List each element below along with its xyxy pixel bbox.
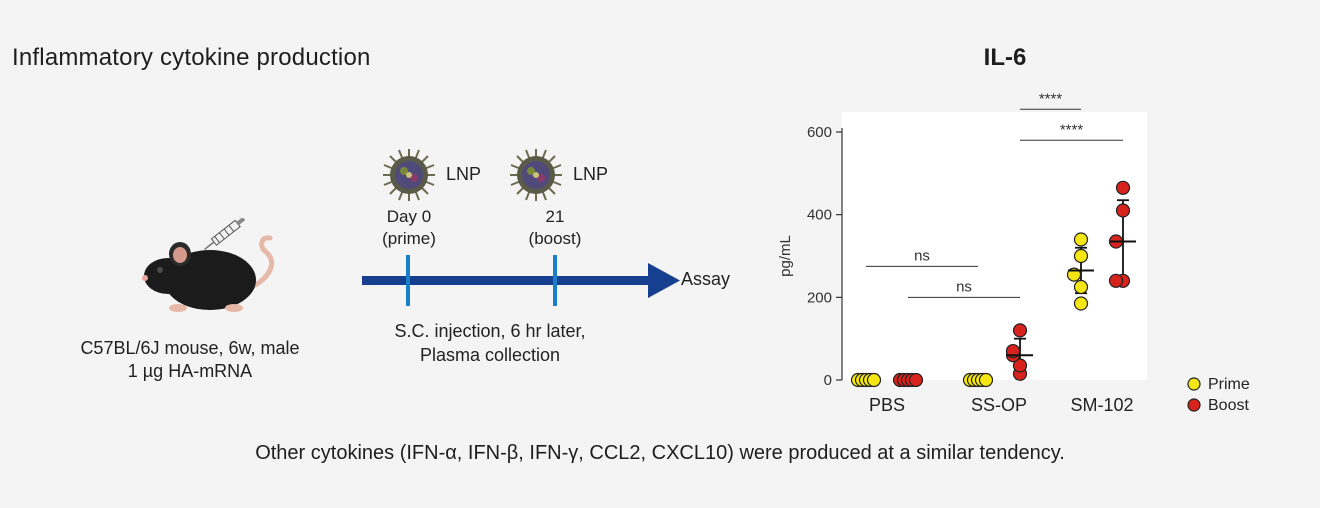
injection-line2: Plasma collection — [419, 345, 561, 365]
legend-swatch — [1187, 398, 1201, 412]
significance-label: **** — [1039, 90, 1063, 107]
lnp-label: LNP — [446, 164, 482, 184]
day21-label: 21 (boost) — [495, 206, 615, 250]
y-tick-label: 0 — [824, 372, 832, 389]
chart-title: IL-6 — [983, 44, 1027, 71]
x-category-label: PBS — [869, 395, 905, 415]
mouse-caption: C57BL/6J mouse, 6w, male 1 µg HA-mRNA — [40, 337, 340, 383]
data-point — [1073, 296, 1089, 311]
significance-label: **** — [1060, 121, 1084, 138]
timeline-tick-day21 — [553, 255, 557, 306]
lnp-particle-icon — [383, 149, 435, 201]
page-title: Inflammatory cytokine production — [12, 44, 371, 71]
day0-subtext: (prime) — [382, 229, 436, 248]
timeline-tick-day0 — [406, 255, 410, 306]
timeline-arrow — [362, 255, 680, 306]
legend-swatch — [1187, 377, 1201, 391]
data-point — [1073, 248, 1089, 264]
timeline-shaft — [362, 276, 652, 285]
day21-subtext: (boost) — [528, 229, 582, 248]
injection-caption: S.C. injection, 6 hr later, Plasma colle… — [340, 319, 640, 367]
significance-label: ns — [956, 278, 972, 295]
timeline-arrowhead — [648, 263, 680, 298]
data-point — [866, 372, 882, 388]
day0-text: Day 0 — [386, 207, 432, 226]
data-point — [1108, 273, 1124, 288]
mouse-body — [164, 250, 256, 310]
data-point — [978, 372, 994, 388]
data-point — [1115, 203, 1131, 218]
assay-label: Assay — [681, 269, 731, 289]
x-category-label: SS-OP — [971, 395, 1027, 415]
mouse-eye — [157, 267, 163, 273]
y-tick-label: 200 — [807, 289, 832, 306]
day0-label: Day 0 (prime) — [349, 206, 469, 250]
data-point — [1073, 232, 1089, 247]
il6-chart: 0 200 400 600 pg/mL PBS SS-OP SM-102 **** **** ns… — [777, 90, 1250, 415]
data-point — [908, 372, 924, 388]
lnp-label: LNP — [573, 164, 609, 184]
plot-background — [842, 112, 1147, 380]
mouse-illustration — [142, 218, 274, 312]
mouse-tail — [247, 235, 274, 291]
mouse-head — [144, 258, 192, 294]
y-axis-label: pg/mL — [777, 235, 794, 277]
day21-text: 21 — [545, 207, 565, 226]
legend-label: Boost — [1208, 397, 1249, 414]
footer-note: Other cytokines (IFN-α, IFN-β, IFN-γ, CC… — [255, 442, 1065, 464]
significance-label: ns — [914, 247, 930, 264]
data-point — [1073, 279, 1089, 295]
injection-line1: S.C. injection, 6 hr later, — [394, 321, 586, 341]
mouse-caption-line1: C57BL/6J mouse, 6w, male — [80, 338, 300, 358]
y-tick-label: 600 — [807, 124, 832, 141]
mouse-nose — [142, 275, 148, 281]
data-point — [1012, 323, 1028, 338]
y-tick-label: 400 — [807, 207, 832, 224]
legend-label: Prime — [1208, 376, 1250, 393]
data-point — [1115, 180, 1131, 195]
data-point — [1012, 358, 1028, 373]
syringe-icon — [204, 218, 246, 250]
mouse-caption-line2: 1 µg HA-mRNA — [127, 361, 253, 381]
x-category-label: SM-102 — [1070, 395, 1133, 415]
lnp-particle-icon — [510, 149, 562, 201]
